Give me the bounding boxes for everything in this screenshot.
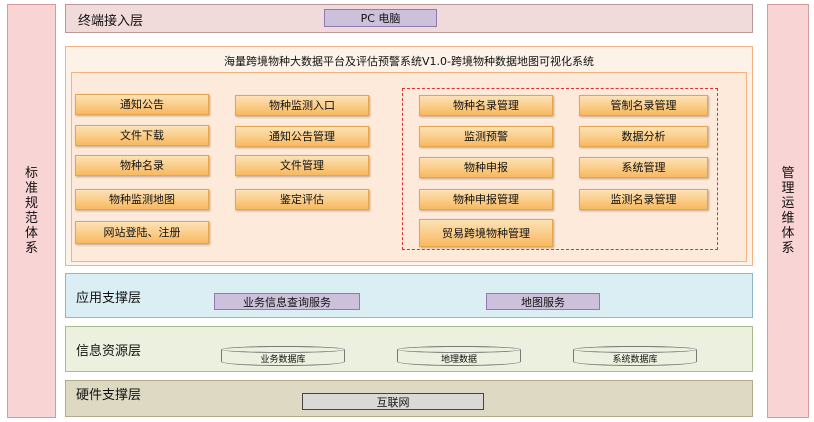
- module-system-management: 系统管理: [579, 157, 708, 178]
- module-identification-assessment: 鉴定评估: [235, 189, 369, 210]
- terminal-layer-title: 终端接入层: [78, 14, 144, 29]
- operations-system-label: 管 理 运 维 体 系: [781, 166, 795, 256]
- business-database-icon: 业务数据库: [221, 346, 345, 366]
- module-species-list: 物种名录: [75, 155, 209, 176]
- module-data-analysis: 数据分析: [579, 126, 708, 147]
- admin-modules-dashed-region: [402, 88, 718, 250]
- geographic-data-icon: 地理数据: [397, 346, 521, 366]
- module-species-list-management: 物种名录管理: [419, 95, 553, 116]
- application-support-layer: 应用支撑层 业务信息查询服务 地图服务: [65, 273, 753, 318]
- module-species-monitoring-map: 物种监测地图: [75, 189, 209, 210]
- information-resource-layer: 信息资源层 业务数据库 地理数据 系统数据库: [65, 326, 753, 372]
- info-layer-title: 信息资源层: [76, 344, 142, 359]
- hardware-support-layer: 硬件支撑层 互联网: [65, 380, 753, 417]
- module-notice: 通知公告: [75, 94, 209, 115]
- standards-system-label: 标 准 规 范 体 系: [24, 166, 38, 256]
- module-trade-species-management: 贸易跨境物种管理: [419, 219, 553, 247]
- module-notice-management: 通知公告管理: [235, 126, 369, 147]
- map-service: 地图服务: [486, 293, 600, 310]
- module-species-declaration: 物种申报: [419, 157, 553, 178]
- module-file-download: 文件下载: [75, 125, 209, 146]
- module-file-management: 文件管理: [235, 155, 369, 176]
- platform-title: 海量跨境物种大数据平台及评估预警系统V1.0-跨境物种数据地图可视化系统: [224, 55, 594, 68]
- hardware-layer-title: 硬件支撑层: [76, 388, 142, 403]
- app-layer-title: 应用支撑层: [76, 291, 142, 306]
- module-monitoring-warning: 监测预警: [419, 126, 553, 147]
- operations-system-pillar: 管 理 运 维 体 系: [767, 4, 809, 418]
- internet-box: 互联网: [302, 393, 484, 410]
- standards-system-pillar: 标 准 规 范 体 系: [7, 4, 56, 418]
- business-query-service: 业务信息查询服务: [214, 293, 360, 310]
- module-declaration-management: 物种申报管理: [419, 189, 553, 210]
- pc-device-box: PC 电脑: [324, 9, 437, 27]
- module-login-register: 网站登陆、注册: [75, 221, 209, 244]
- module-controlled-list-management: 管制名录管理: [579, 95, 708, 116]
- module-monitoring-list-management: 监测名录管理: [579, 189, 708, 210]
- system-database-icon: 系统数据库: [573, 346, 697, 366]
- module-monitoring-entry: 物种监测入口: [235, 95, 369, 116]
- terminal-access-layer: 终端接入层 PC 电脑: [65, 4, 753, 33]
